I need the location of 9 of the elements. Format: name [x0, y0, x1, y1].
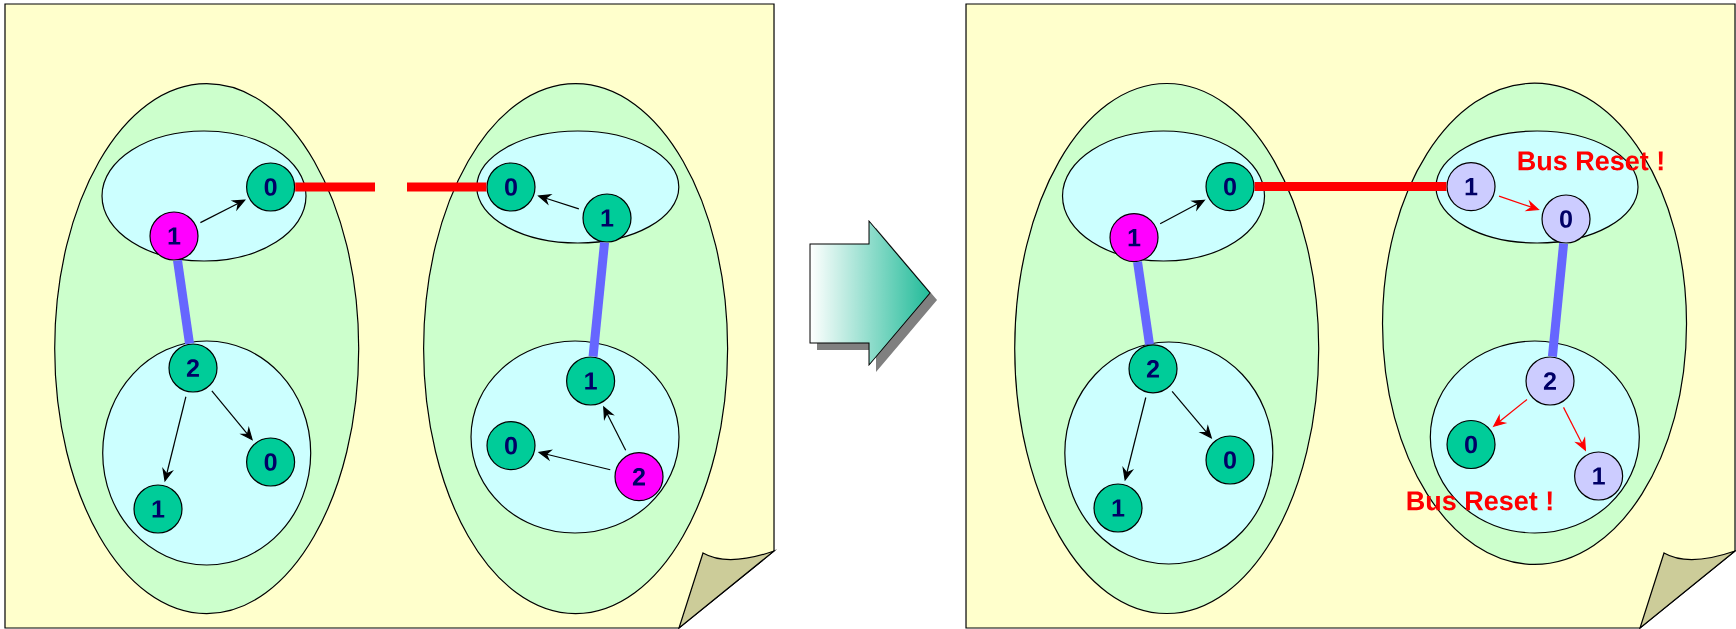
arrow	[199, 199, 246, 224]
cable-line	[588, 242, 610, 357]
arrow	[1498, 195, 1540, 212]
cable-line	[1254, 182, 1447, 192]
cable-line	[173, 259, 194, 345]
cable-line	[1547, 243, 1569, 357]
cable-line	[407, 182, 487, 192]
cable-line	[295, 182, 375, 192]
cable-line	[1133, 261, 1154, 346]
